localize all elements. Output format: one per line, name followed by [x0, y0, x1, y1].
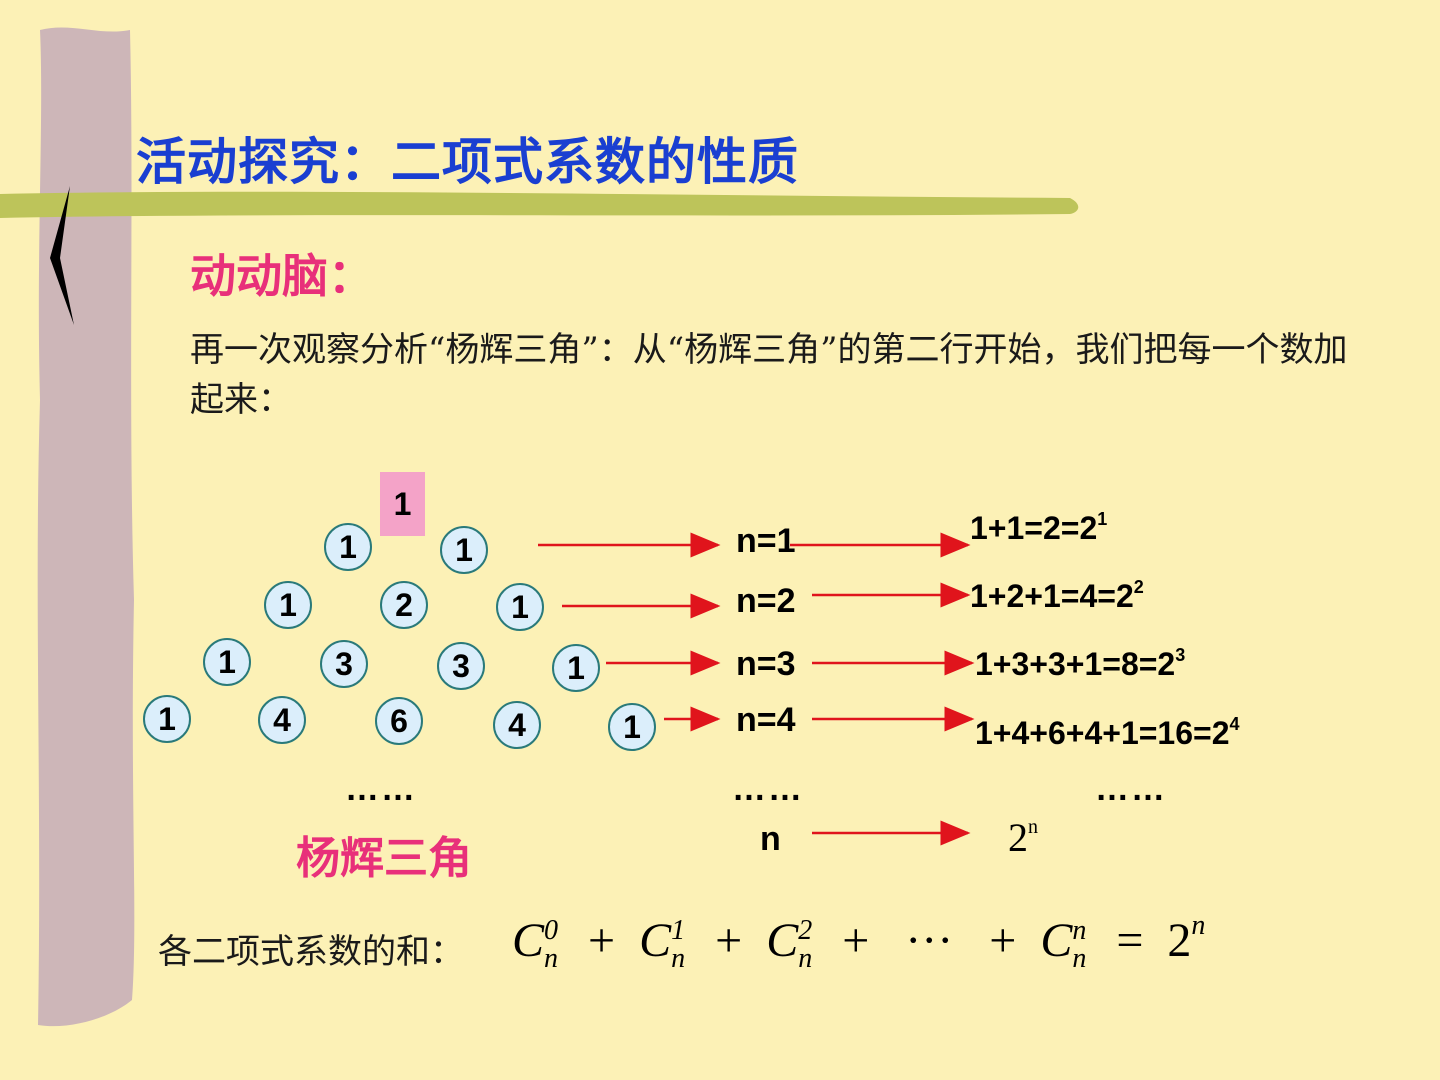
sum-equation: 1+2+1=4=22 — [970, 577, 1144, 614]
subtitle: 动动脑： — [190, 249, 374, 303]
triangle-node: 1 — [264, 581, 312, 629]
ellipsis: …… — [732, 770, 804, 808]
triangle-node: 1 — [608, 703, 656, 751]
triangle-node: 4 — [258, 696, 306, 744]
green-stroke — [0, 191, 1079, 218]
power-of-two: 2n — [1008, 815, 1038, 860]
instruction-text: 再一次观察分析“杨辉三角”：从“杨辉三角”的第二行开始，我们把每一个数加起来： — [190, 330, 1348, 420]
bracket-icon — [50, 186, 74, 325]
triangle-caption: 杨辉三角 — [296, 833, 472, 884]
page-title: 活动探究：二项式系数的性质 — [136, 133, 799, 191]
triangle-node: 1 — [552, 644, 600, 692]
triangle-top-cell: 1 — [380, 472, 425, 536]
n-label: n=3 — [736, 645, 796, 683]
triangle-node: 1 — [203, 638, 251, 686]
sum-label: 各二项式系数的和： — [158, 932, 464, 972]
ellipsis: …… — [345, 770, 417, 808]
triangle-node: 4 — [493, 701, 541, 749]
triangle-node: 1 — [143, 695, 191, 743]
triangle-node: 2 — [380, 581, 428, 629]
sum-equation: 1+4+6+4+1=16=24 — [975, 714, 1240, 751]
triangle-node: 1 — [324, 523, 372, 571]
n-label: n=2 — [736, 582, 796, 620]
ellipsis: …… — [1095, 770, 1167, 808]
triangle-node: 3 — [437, 642, 485, 690]
sum-equation: 1+1=2=21 — [970, 509, 1108, 546]
n-general-label: n — [760, 820, 781, 858]
n-label: n=4 — [736, 701, 796, 739]
n-label: n=1 — [736, 522, 796, 560]
sum-equation: 1+3+3+1=8=23 — [975, 645, 1186, 682]
triangle-node: 6 — [375, 697, 423, 745]
triangle-node: 3 — [320, 640, 368, 688]
triangle-node: 1 — [496, 583, 544, 631]
triangle-node: 1 — [440, 526, 488, 574]
